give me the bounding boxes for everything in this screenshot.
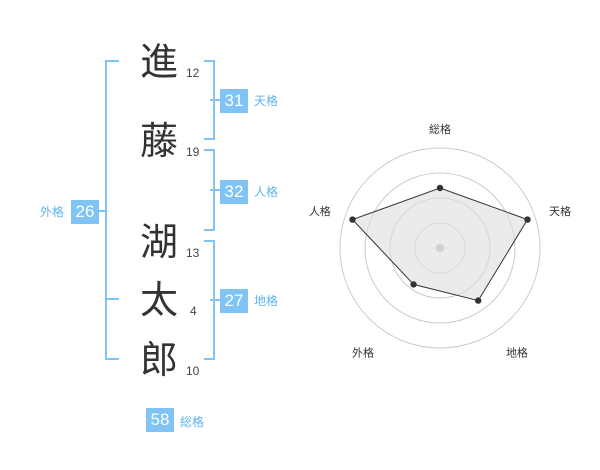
radar-point-4 <box>349 216 356 223</box>
tenkaku-badge: 31 <box>220 89 248 113</box>
chikaku-badge: 27 <box>220 289 248 313</box>
name-char-5: 郎 <box>140 338 179 382</box>
gaikaku-inner-tick <box>105 298 119 300</box>
gaikaku-badge: 26 <box>71 200 99 224</box>
radar-axis-label-1: 天格 <box>549 204 571 218</box>
radar-ring-1 <box>414 222 466 274</box>
radar-axis-label-0: 総格 <box>429 122 451 136</box>
radar-ring-4 <box>339 147 541 349</box>
jinkaku-label: 人格 <box>254 185 279 199</box>
radar-axis-label-2: 地格 <box>506 345 528 359</box>
name-char-3: 湖 <box>140 220 179 264</box>
soukaku-badge: 58 <box>146 408 174 432</box>
name-char-4: 太 <box>140 278 179 322</box>
radar-point-2 <box>475 297 482 304</box>
stroke-count-4: 4 <box>190 304 197 318</box>
stroke-count-1: 12 <box>186 66 200 80</box>
radar-ring-3 <box>364 172 516 324</box>
tenkaku-tick <box>210 99 220 101</box>
name-char-2: 藤 <box>140 119 179 163</box>
radar-point-1 <box>524 216 531 223</box>
stroke-count-5: 10 <box>186 364 200 378</box>
radar-point-3 <box>410 281 417 288</box>
radar-axis-label-3: 外格 <box>352 345 374 359</box>
radar-polygon <box>351 187 529 302</box>
stroke-count-3: 13 <box>186 246 200 260</box>
radar-axis-label-4: 人格 <box>309 204 331 218</box>
chikaku-tick <box>210 299 220 301</box>
radar-center-dot <box>436 244 444 252</box>
radar-point-0 <box>436 184 444 192</box>
gaikaku-tick <box>99 210 107 212</box>
stroke-count-2: 19 <box>186 145 200 159</box>
chikaku-label: 地格 <box>254 294 279 308</box>
gaikaku-label: 外格 <box>40 205 65 219</box>
name-char-1: 進 <box>140 40 179 84</box>
radar-ring-2 <box>389 197 491 299</box>
jinkaku-tick <box>210 189 220 191</box>
soukaku-label: 総格 <box>180 415 205 429</box>
tenkaku-label: 天格 <box>254 94 279 108</box>
jinkaku-badge: 32 <box>220 180 248 204</box>
gaikaku-bracket <box>105 60 119 360</box>
